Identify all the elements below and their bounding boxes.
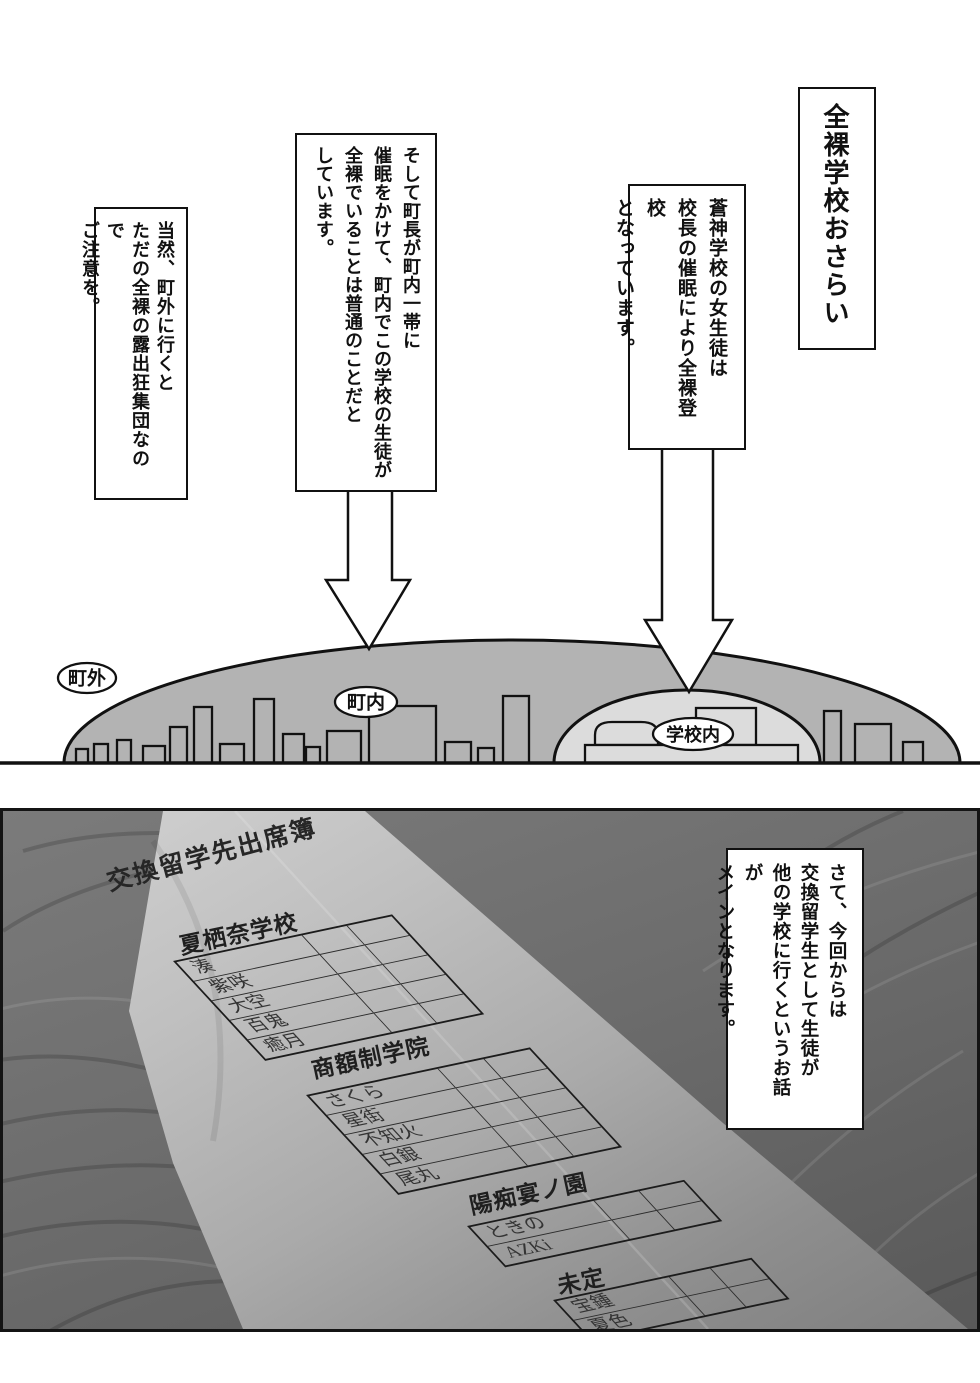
arrow-school-icon xyxy=(642,446,735,695)
town-diagram: 町外 町内 学校内 xyxy=(0,446,980,765)
bottom-panel: 交換留学先出席簿 夏栖奈学校 湊 紫咲 大空 百鬼 xyxy=(0,808,980,1332)
mayor-explain-box: そして町長が町内一帯に 催眠をかけて、町内でこの学校の生徒が 全裸でいることは普… xyxy=(295,133,437,492)
label-school: 学校内 xyxy=(651,716,735,752)
arrow-town-icon xyxy=(323,481,413,652)
town-buildings xyxy=(74,694,925,765)
label-school-text: 学校内 xyxy=(666,724,720,745)
page-title-box: 全裸学校おさらい xyxy=(798,87,876,350)
caution-box: 当然、町外に行くと ただの全裸の露出狂集団なので ご注意を。 xyxy=(80,207,188,500)
label-outside-town: 町外 xyxy=(56,661,118,695)
narration-box: さて、今回からは 交換留学生として生徒が 他の学校に行くというお話が メインとな… xyxy=(715,848,864,1130)
label-inside-text: 町内 xyxy=(347,691,385,714)
label-inside-town: 町内 xyxy=(333,685,399,719)
label-outside-text: 町外 xyxy=(68,667,106,690)
paper-creases xyxy=(150,811,709,1329)
school-explain-box: 蒼神学校の女生徒は 校長の催眠により全裸登校 となっています。 xyxy=(613,184,746,450)
